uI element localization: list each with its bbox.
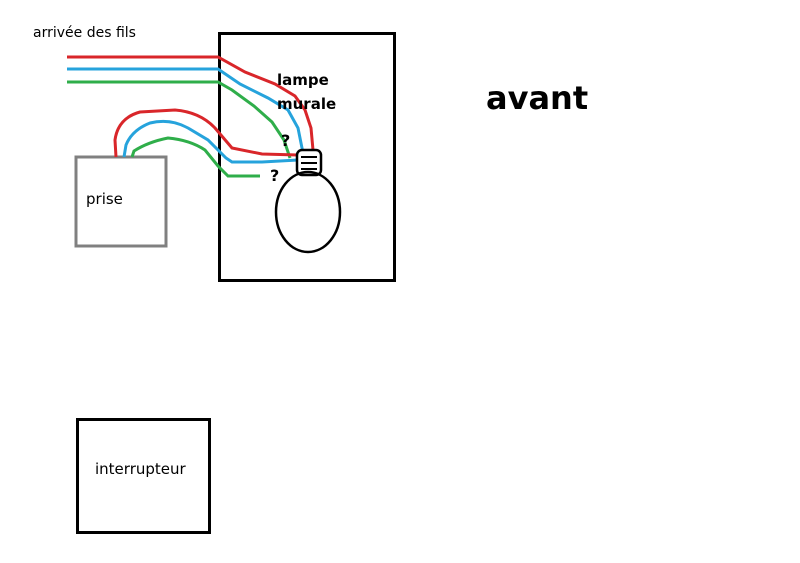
blue-wire-socket (122, 119, 299, 164)
green-wire-incoming (67, 80, 292, 159)
red-wire-incoming (67, 55, 315, 151)
light-bulb-icon (274, 148, 342, 254)
question-mark-1: ? (281, 131, 291, 150)
green-wire-socket (130, 136, 260, 178)
wall-lamp-label-line1: lampe (277, 71, 329, 89)
incoming-wires-label: arrivée des fils (33, 25, 136, 41)
diagram-title: avant (486, 79, 589, 117)
question-mark-2: ? (270, 166, 280, 185)
switch-box (76, 418, 211, 534)
red-wire-socket (113, 108, 299, 158)
wall-lamp-label: lampe murale (277, 68, 336, 116)
blue-wire-incoming (67, 67, 305, 154)
lamp-box (218, 32, 396, 282)
switch-label: interrupteur (95, 460, 186, 478)
socket-label: prise (86, 190, 123, 208)
wall-lamp-label-line2: murale (277, 95, 337, 113)
socket-box (74, 155, 168, 248)
